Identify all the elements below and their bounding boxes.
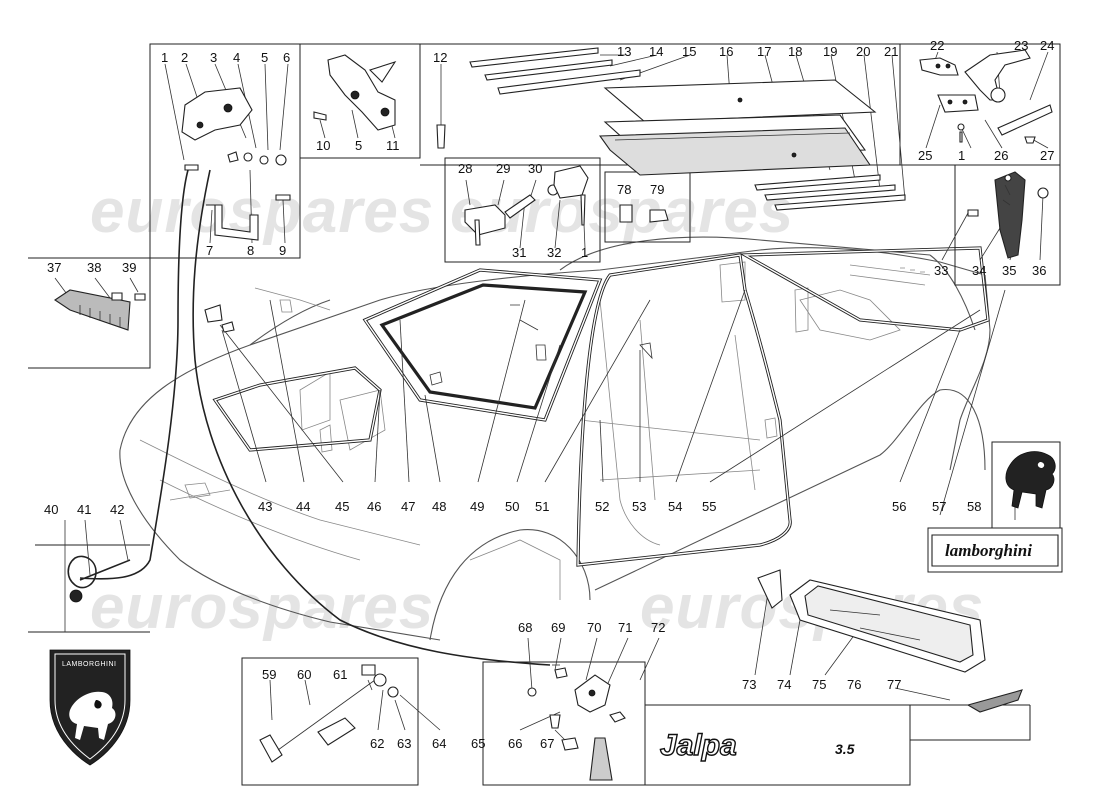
callout-label: 71 [618,620,632,635]
callout-label: 51 [535,499,549,514]
model-badge-suffix: 3.5 [835,741,855,757]
callout-label: 60 [297,667,311,682]
callout-label: 48 [432,499,446,514]
callout-labels: 1 2 3 4 5 6 7 8 9 10 11 12 13 14 15 16 1… [44,38,1054,751]
callout-label: 73 [742,677,756,692]
callout-label: 20 [856,44,870,59]
callout-label: 26 [994,148,1008,163]
callout-label: 32 [547,245,561,260]
callout-label: 1 [958,148,965,163]
callout-label: 22 [930,38,944,53]
callout-label: 16 [719,44,733,59]
callout-label: 45 [335,499,349,514]
callout-label: 8 [247,243,254,258]
callout-label: 9 [279,243,286,258]
callout-label: 38 [87,260,101,275]
callout-label: 5 [355,138,362,153]
callout-label: 2 [181,50,188,65]
emblems: LAMBORGHINI lamborghini Jalpa 3.5 [49,451,1059,766]
callout-label: 70 [587,620,601,635]
callout-label: 31 [512,245,526,260]
callout-label: 4 [233,50,240,65]
callout-label: 6 [283,50,290,65]
callout-label: 1 [161,50,168,65]
callout-label: 75 [812,677,826,692]
callout-label: 12 [433,50,447,65]
callout-label: 7 [206,243,213,258]
callout-label: 44 [296,499,310,514]
callout-label: 30 [528,161,542,176]
callout-label: 28 [458,161,472,176]
callout-label: 43 [258,499,272,514]
callout-label: 58 [967,499,981,514]
callout-label: 55 [702,499,716,514]
callout-label: 76 [847,677,861,692]
callout-label: 39 [122,260,136,275]
callout-label: 77 [887,677,901,692]
callout-label: 41 [77,502,91,517]
callout-label: 46 [367,499,381,514]
model-badge: Jalpa [660,729,737,762]
callout-label: 50 [505,499,519,514]
callout-label: 65 [471,736,485,751]
lamborghini-wordmark: lamborghini [945,541,1032,560]
callout-label: 61 [333,667,347,682]
callout-label: 19 [823,44,837,59]
callout-label: 18 [788,44,802,59]
callout-label: 53 [632,499,646,514]
callout-label: 72 [651,620,665,635]
callout-label: 54 [668,499,682,514]
watermark-layer: eurospares eurospares eurospares eurospa… [90,177,983,642]
callout-label: 5 [261,50,268,65]
callout-label: 17 [757,44,771,59]
glass-seals [212,246,990,567]
callout-label: 23 [1014,38,1028,53]
bonnet-hinge-part [327,54,396,131]
watermark-top-left: eurospares [90,177,434,246]
callout-label: 79 [650,182,664,197]
callout-label: 27 [1040,148,1054,163]
callout-label: 52 [595,499,609,514]
watermark-bottom-left: eurospares [90,573,434,642]
shield-text: LAMBORGHINI [62,661,117,668]
hardware-parts [54,47,1053,781]
callout-label: 29 [496,161,510,176]
callout-label: 1 [581,245,588,260]
callout-label: 66 [508,736,522,751]
car-body-outline [119,236,991,641]
callout-label: 33 [934,263,948,278]
bonnet-lock-part [181,87,253,141]
callout-label: 37 [47,260,61,275]
callout-label: 24 [1040,38,1054,53]
callout-label: 3 [210,50,217,65]
callout-label: 21 [884,44,898,59]
callout-label: 78 [617,182,631,197]
callout-label: 59 [262,667,276,682]
callout-label: 34 [972,263,986,278]
bull-badge [1005,451,1056,509]
callout-label: 25 [918,148,932,163]
callout-label: 35 [1002,263,1016,278]
callout-label: 49 [470,499,484,514]
callout-label: 14 [649,44,663,59]
callout-label: 63 [397,736,411,751]
callout-label: 67 [540,736,554,751]
callout-label: 10 [316,138,330,153]
callout-label: 64 [432,736,446,751]
callout-label: 56 [892,499,906,514]
callout-label: 42 [110,502,124,517]
callout-label: 36 [1032,263,1046,278]
callout-label: 13 [617,44,631,59]
callout-label: 15 [682,44,696,59]
callout-label: 74 [777,677,791,692]
callout-label: 69 [551,620,565,635]
callout-label: 11 [386,138,400,153]
callout-label: 68 [518,620,532,635]
callout-label: 47 [401,499,415,514]
callout-label: 62 [370,736,384,751]
release-cables [67,169,560,666]
callout-label: 40 [44,502,58,517]
callout-label: 57 [932,499,946,514]
